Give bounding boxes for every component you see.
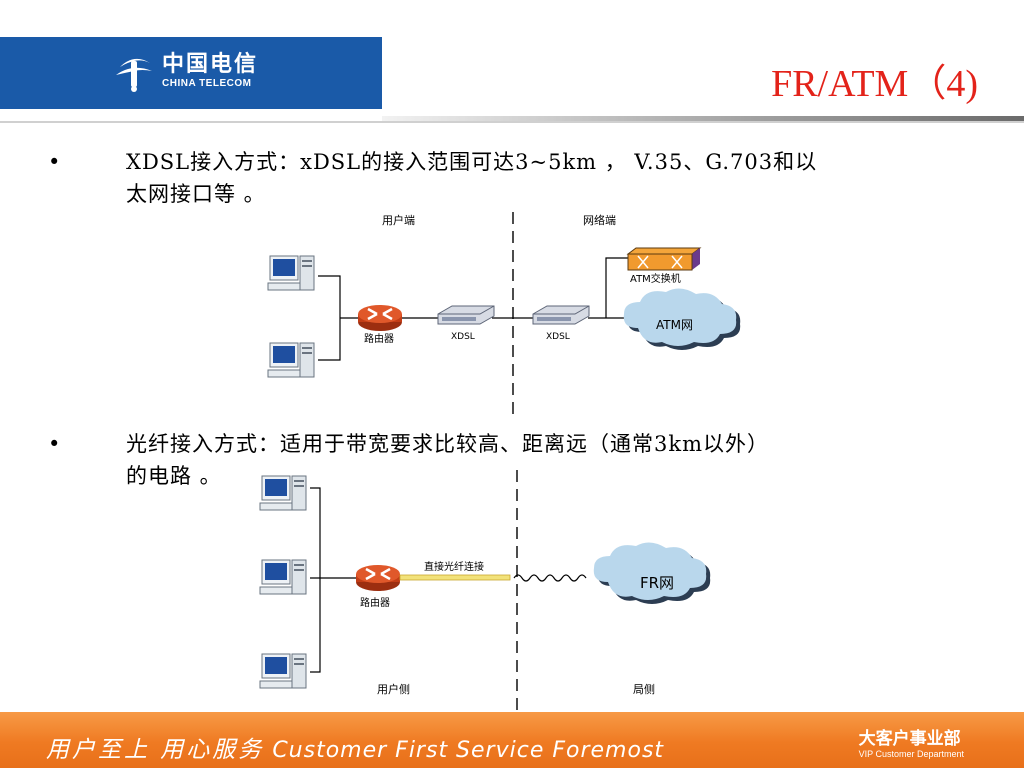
bullet-xdsl-line2: 太网接口等 。 bbox=[126, 182, 266, 206]
diagram2-pc-3-icon bbox=[259, 653, 307, 689]
diagram2-user-side-label: 用户侧 bbox=[377, 682, 410, 696]
diagram2-router-icon bbox=[354, 563, 402, 593]
diagram2-fiber-line bbox=[399, 574, 511, 581]
diagram2-links bbox=[310, 487, 356, 673]
footer-slogan-en: Customer First Service Foremost bbox=[272, 738, 665, 763]
diagram1-router-icon bbox=[356, 303, 404, 333]
logo-english-text: CHINA TELECOM bbox=[162, 78, 252, 89]
diagram2-pc-1-icon bbox=[259, 475, 307, 511]
diagram1-pc-2-icon bbox=[267, 342, 315, 378]
header-divider-lower bbox=[0, 121, 1024, 123]
logo-panel: 中国电信 CHINA TELECOM bbox=[0, 37, 382, 109]
slide-title: FR/ATM（4) bbox=[771, 63, 978, 105]
bullet-xdsl: • XDSL接入方式：xDSL的接入范围可达3~5km ， V.35、G.703… bbox=[48, 146, 968, 216]
diagram2-fiber-label: 直接光纤连接 bbox=[424, 560, 484, 573]
bullet-xdsl-line1: XDSL接入方式：xDSL的接入范围可达3~5km ， V.35、G.703和以 bbox=[126, 150, 818, 174]
footer-slogan-cn: 用户至上 用心服务 bbox=[46, 737, 265, 763]
diagram2-router-label: 路由器 bbox=[360, 596, 390, 609]
bullet-fiber: • 光纤接入方式：适用于带宽要求比较高、距离远（通常3km以外） 的电路 。 bbox=[48, 428, 968, 498]
china-telecom-emblem-icon bbox=[116, 58, 152, 92]
china-telecom-logo: 中国电信 CHINA TELECOM bbox=[112, 49, 258, 93]
footer-department: 大客户事业部 VIP Customer Department bbox=[859, 724, 964, 759]
diagram1-atm-cloud-label: ATM网 bbox=[656, 318, 693, 332]
diagram2-wave-link bbox=[513, 574, 587, 582]
bullet-fiber-line1: 光纤接入方式：适用于带宽要求比较高、距离远（通常3km以外） bbox=[126, 432, 769, 456]
bullet-marker: • bbox=[48, 150, 61, 174]
diagram1-pc-1-icon bbox=[267, 255, 315, 291]
diagram1-atm-switch-icon bbox=[626, 247, 702, 271]
footer-department-cn: 大客户事业部 bbox=[858, 729, 961, 749]
diagram2-fr-cloud-label: FR网 bbox=[640, 574, 674, 592]
bullet-fiber-line2: 的电路 。 bbox=[126, 464, 222, 488]
diagram1-xdsl-left-label: XDSL bbox=[451, 332, 475, 342]
diagram1-xdsl-right-label: XDSL bbox=[546, 332, 570, 342]
logo-chinese-text: 中国电信 bbox=[162, 52, 259, 77]
diagram1-xdsl-left-icon bbox=[437, 305, 495, 325]
diagram1-network-side-label: 网络端 bbox=[583, 213, 616, 227]
diagram2-office-side-label: 局侧 bbox=[633, 683, 655, 696]
footer-department-en: VIP Customer Department bbox=[858, 749, 964, 759]
footer-bar: 用户至上 用心服务 Customer First Service Foremos… bbox=[0, 712, 1024, 768]
footer-slogan: 用户至上 用心服务 Customer First Service Foremos… bbox=[46, 730, 664, 764]
diagram1-xdsl-right-icon bbox=[532, 305, 590, 325]
diagram1-router-label: 路由器 bbox=[364, 332, 394, 345]
diagram2-pc-2-icon bbox=[259, 559, 307, 595]
header-divider bbox=[382, 116, 1024, 121]
diagram1-user-side-label: 用户端 bbox=[382, 213, 415, 227]
diagram1-atm-switch-label: ATM交换机 bbox=[630, 272, 681, 285]
bullet-marker: • bbox=[48, 432, 61, 456]
